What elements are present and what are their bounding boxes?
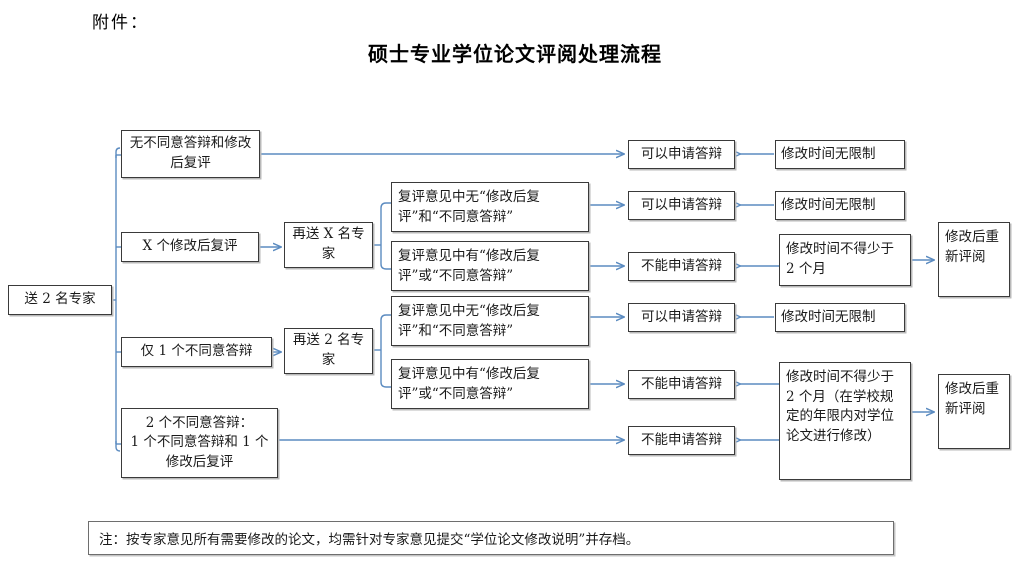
node-review-2-none[interactable]: 复评意见中无“修改后复评”和“不同意答辩” (391, 296, 589, 346)
node-resend-2-experts[interactable]: 再送 2 名专家 (284, 328, 373, 374)
attachment-label: 附件： (92, 13, 149, 33)
node-review-x-has[interactable]: 复评意见中有“修改后复评”或“不同意答辩” (391, 241, 589, 291)
node-branch-one-disagree[interactable]: 仅 1 个不同意答辩 (121, 337, 272, 367)
node-result-allow-2[interactable]: 可以申请答辩 (628, 191, 735, 220)
node-result-deny-2[interactable]: 不能申请答辩 (628, 370, 735, 399)
node-start[interactable]: 送 2 名专家 (8, 285, 112, 315)
node-review-x-none[interactable]: 复评意见中无“修改后复评”和“不同意答辩” (391, 182, 589, 232)
node-branch-two-disagree[interactable]: 2 个不同意答辩： 1 个不同意答辩和 1 个修改后复评 (121, 408, 278, 478)
node-rereview-1[interactable]: 修改后重新评阅 (938, 222, 1010, 297)
node-time-min-2months[interactable]: 修改时间不得少于 2 个月 (779, 234, 911, 286)
node-result-allow-3[interactable]: 可以申请答辩 (628, 303, 735, 332)
node-time-unlimited-2[interactable]: 修改时间无限制 (775, 191, 905, 220)
node-branch-x-revise[interactable]: X 个修改后复评 (121, 232, 259, 262)
node-result-allow-1[interactable]: 可以申请答辩 (628, 140, 735, 169)
footer-note-text: 注：按专家意见所有需要修改的论文，均需针对专家意见提交“学位论文修改说明”并存档… (99, 532, 640, 548)
page-title: 硕士专业学位论文评阅处理流程 (368, 42, 662, 66)
node-resend-x-experts[interactable]: 再送 X 名专家 (284, 222, 373, 268)
node-result-deny-3[interactable]: 不能申请答辩 (628, 426, 735, 455)
node-branch-no-objection[interactable]: 无不同意答辩和修改后复评 (121, 130, 260, 178)
footer-note: 注：按专家意见所有需要修改的论文，均需针对专家意见提交“学位论文修改说明”并存档… (88, 521, 894, 555)
node-review-2-has[interactable]: 复评意见中有“修改后复评”或“不同意答辩” (391, 359, 589, 409)
node-time-unlimited-1[interactable]: 修改时间无限制 (775, 140, 905, 169)
node-result-deny-1[interactable]: 不能申请答辩 (628, 252, 735, 281)
node-rereview-2[interactable]: 修改后重新评阅 (938, 374, 1010, 449)
node-time-min-2months-detailed[interactable]: 修改时间不得少于 2 个月（在学校规定的年限内对学位论文进行修改） (779, 362, 911, 480)
node-time-unlimited-3[interactable]: 修改时间无限制 (775, 303, 905, 332)
